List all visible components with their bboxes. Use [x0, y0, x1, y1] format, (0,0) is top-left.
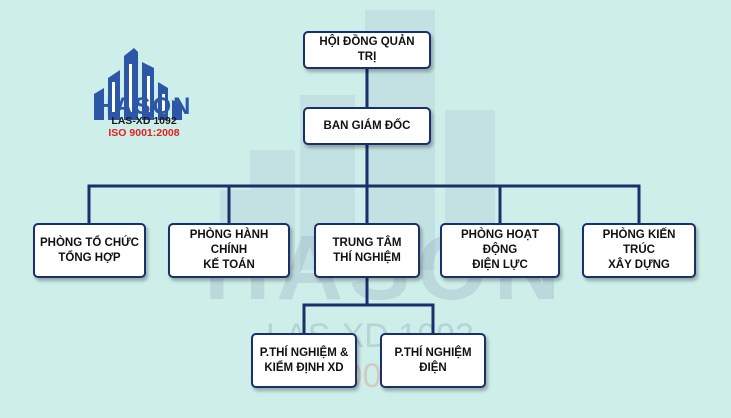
hason-logo-icon: [94, 48, 182, 120]
board-of-directors-box: HỘI ĐỒNG QUẢN TRỊ: [303, 31, 431, 69]
lab-electrical-testing-box: P.THÍ NGHIỆM ĐIỆN: [380, 333, 486, 388]
logo-brand-text: HASON: [95, 93, 193, 120]
department-power-operations-box: PHÒNG HOẠT ĐỘNG ĐIỆN LỰC: [440, 223, 560, 278]
department-general-affairs-box: PHÒNG TỔ CHỨC TỔNG HỢP: [33, 223, 146, 278]
logo-iso-text: ISO 9001:2008: [108, 127, 180, 139]
department-architecture-box: PHÒNG KIẾN TRÚC XÂY DỰNG: [582, 223, 696, 278]
testing-center-box: TRUNG TÂM THÍ NGHIỆM: [314, 223, 420, 278]
lab-construction-testing-box: P.THÍ NGHIỆM & KIỂM ĐỊNH XD: [251, 333, 357, 388]
management-board-box: BAN GIÁM ĐỐC: [303, 107, 431, 145]
department-admin-accounting-box: PHÒNG HÀNH CHÍNH KẾ TOÁN: [168, 223, 290, 278]
logo-las-text: LAS-XD 1092: [111, 115, 177, 127]
